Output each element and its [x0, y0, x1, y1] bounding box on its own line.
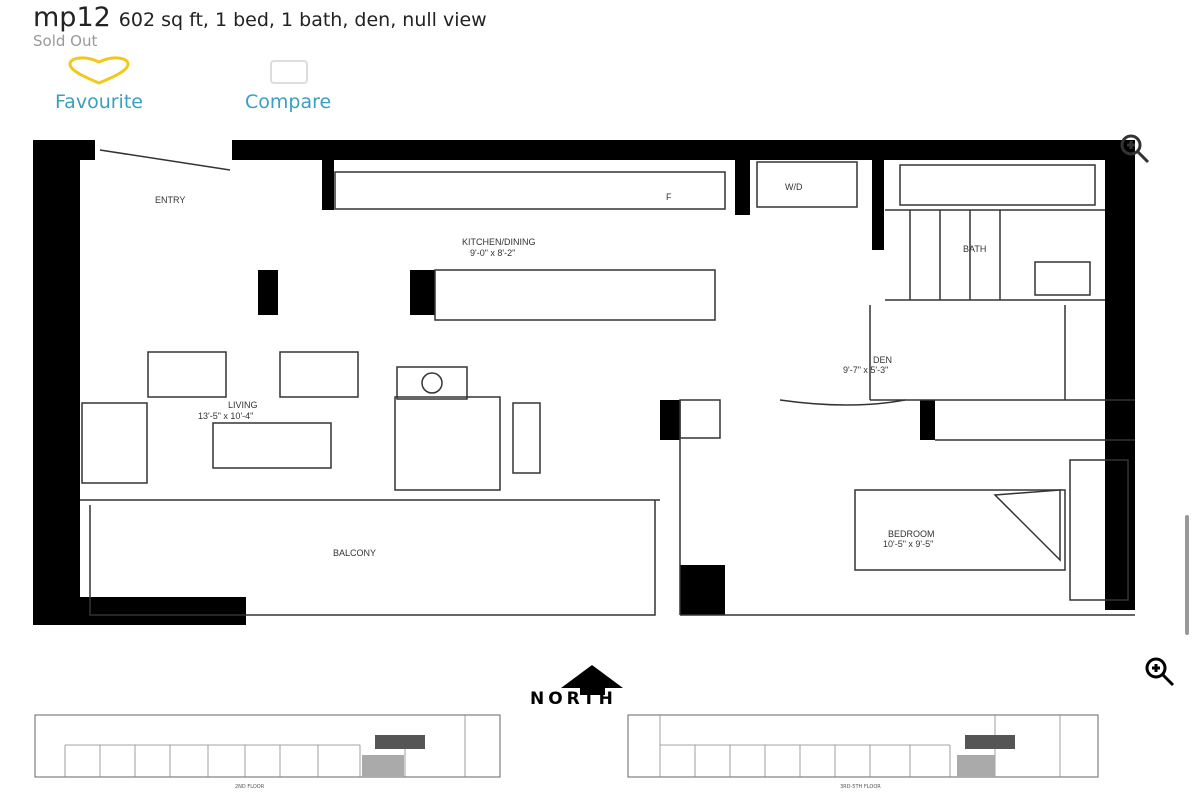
- label-living-dim: 13'-5" x 10'-4": [198, 411, 253, 421]
- compare-button[interactable]: Compare: [245, 56, 331, 113]
- label-bedroom-dim: 10'-5" x 9'-5": [883, 539, 933, 549]
- north-arrow-icon: [561, 665, 623, 695]
- favourite-label: Favourite: [55, 91, 143, 113]
- label-floor-2: 2ND FLOOR: [235, 784, 265, 790]
- unit-description: 602 sq ft, 1 bed, 1 bath, den, null view: [118, 9, 487, 31]
- scrollbar[interactable]: [1185, 515, 1189, 635]
- label-floor-3-5: 3RD-5TH FLOOR: [840, 784, 881, 790]
- unit-code: mp12: [33, 2, 111, 33]
- favourite-button[interactable]: Favourite: [55, 56, 143, 113]
- label-bath: BATH: [963, 244, 986, 254]
- label-living: LIVING: [228, 400, 258, 410]
- label-north: NORTH: [530, 689, 617, 709]
- label-entry: ENTRY: [155, 195, 185, 205]
- label-balcony: BALCONY: [333, 548, 376, 558]
- label-den: DEN: [873, 355, 892, 365]
- label-kitchen: KITCHEN/DINING: [462, 237, 536, 247]
- label-fridge: F: [666, 192, 672, 202]
- compare-label: Compare: [245, 91, 332, 113]
- label-den-dim: 9'-7" x 5'-3": [843, 365, 888, 375]
- unit-title: mp12 602 sq ft, 1 bed, 1 bath, den, null …: [33, 2, 487, 33]
- label-wd: W/D: [785, 182, 803, 192]
- zoom-in-icon[interactable]: [1143, 655, 1177, 689]
- heart-icon: [68, 56, 130, 85]
- compare-checkbox[interactable]: [251, 56, 325, 86]
- label-kitchen-dim: 9'-0" x 8'-2": [470, 248, 515, 258]
- status-label: Sold Out: [33, 32, 98, 50]
- label-bedroom: BEDROOM: [888, 529, 935, 539]
- zoom-in-icon[interactable]: [1118, 132, 1152, 166]
